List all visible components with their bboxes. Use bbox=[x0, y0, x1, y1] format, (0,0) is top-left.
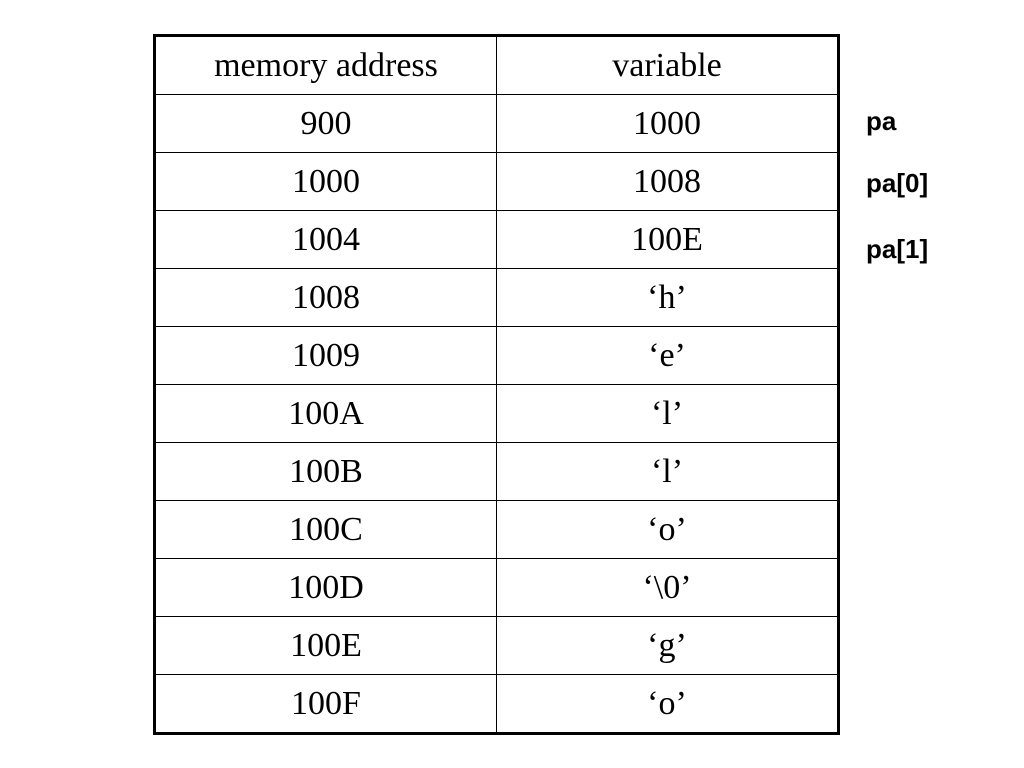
table-row: 900 1000 bbox=[154, 94, 839, 153]
address-cell: 1004 bbox=[154, 210, 497, 269]
value-cell: ‘h’ bbox=[496, 268, 839, 327]
table-row: 100E ‘g’ bbox=[154, 616, 839, 675]
address-cell: 100E bbox=[154, 616, 497, 675]
table-row: 1004 100E bbox=[154, 210, 839, 269]
address-cell: 100A bbox=[154, 384, 497, 443]
value-cell: ‘l’ bbox=[496, 384, 839, 443]
address-cell: 1008 bbox=[154, 268, 497, 327]
address-cell: 100F bbox=[154, 674, 497, 734]
table-row: 1000 1008 bbox=[154, 152, 839, 211]
value-cell: ‘g’ bbox=[496, 616, 839, 675]
column-header-memory-address: memory address bbox=[154, 35, 497, 95]
address-cell: 100D bbox=[154, 558, 497, 617]
value-cell: ‘l’ bbox=[496, 442, 839, 501]
memory-table: memory address variable 900 1000 1000 10… bbox=[153, 34, 840, 735]
address-cell: 1000 bbox=[154, 152, 497, 211]
table-row: 100C ‘o’ bbox=[154, 500, 839, 559]
value-cell: ‘\0’ bbox=[496, 558, 839, 617]
value-cell: ‘e’ bbox=[496, 326, 839, 385]
value-cell: 100E bbox=[496, 210, 839, 269]
address-cell: 100C bbox=[154, 500, 497, 559]
table-row: 100B ‘l’ bbox=[154, 442, 839, 501]
value-cell: ‘o’ bbox=[496, 500, 839, 559]
value-cell: ‘o’ bbox=[496, 674, 839, 734]
table-row: 100A ‘l’ bbox=[154, 384, 839, 443]
address-cell: 900 bbox=[154, 94, 497, 153]
address-cell: 1009 bbox=[154, 326, 497, 385]
table-row: 100F ‘o’ bbox=[154, 674, 839, 734]
table-row: 1009 ‘e’ bbox=[154, 326, 839, 385]
table-row: 100D ‘\0’ bbox=[154, 558, 839, 617]
value-cell: 1008 bbox=[496, 152, 839, 211]
table-row: 1008 ‘h’ bbox=[154, 268, 839, 327]
column-header-variable: variable bbox=[496, 35, 839, 95]
table-header-row: memory address variable bbox=[154, 35, 839, 95]
address-cell: 100B bbox=[154, 442, 497, 501]
label-pa-0: pa[0] bbox=[866, 168, 929, 198]
label-pa: pa bbox=[866, 106, 897, 136]
value-cell: 1000 bbox=[496, 94, 839, 153]
label-pa-1: pa[1] bbox=[866, 234, 929, 264]
